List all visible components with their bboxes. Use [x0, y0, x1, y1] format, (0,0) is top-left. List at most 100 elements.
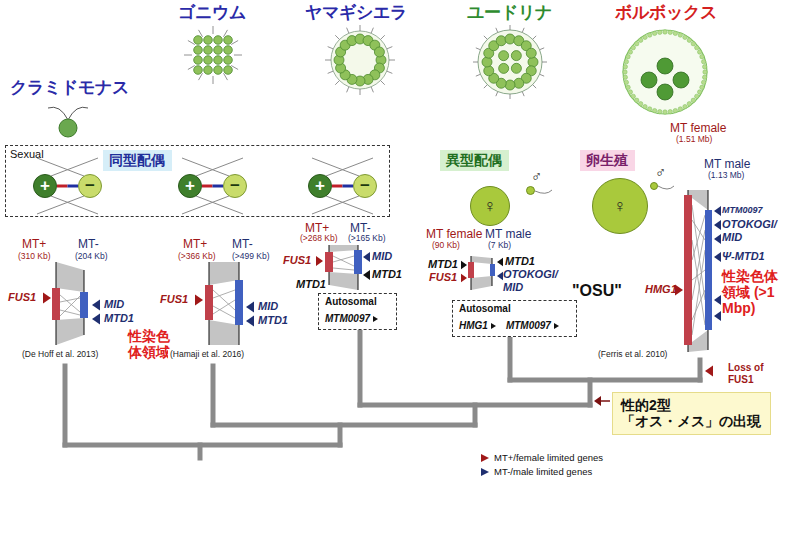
node-text: ♂	[655, 163, 666, 180]
gonium-cell	[224, 56, 233, 65]
rearrangement-line	[692, 270, 705, 280]
flagellum	[328, 71, 334, 73]
gonium-cell	[204, 36, 213, 45]
gene-name: MTM0097	[722, 205, 763, 215]
legend-text: MT-/male limited genes	[494, 466, 592, 477]
rearrangement-line	[692, 215, 705, 260]
gene-name: OTOKOGI/ MID	[503, 268, 558, 293]
somatic-cell	[658, 30, 662, 34]
somatic-cell	[652, 31, 656, 35]
flagellum	[510, 25, 511, 30]
node-text: −	[85, 176, 95, 196]
mt-plus-region	[205, 285, 213, 320]
somatic-cell	[623, 75, 627, 79]
flagellum	[335, 81, 339, 85]
minus-gamete: −	[78, 174, 102, 198]
gene-arrowhead	[363, 252, 370, 262]
locus-name: MT male	[704, 158, 750, 172]
chlamydomonas-cell	[59, 119, 77, 137]
eudorina-cell	[526, 48, 536, 58]
gene-arrowhead	[461, 261, 467, 269]
tree-branch	[213, 423, 475, 428]
gene-name: MTD1	[372, 268, 402, 281]
flagellum	[510, 94, 511, 99]
flagellum	[533, 36, 537, 40]
rearrangement-line	[213, 300, 235, 314]
mating-structure	[343, 185, 354, 188]
flagellum	[213, 76, 214, 84]
somatic-cell	[673, 108, 677, 112]
synteny-ribbon	[329, 272, 358, 290]
plus-gamete: +	[178, 174, 202, 198]
gene-arrowhead	[714, 234, 721, 244]
gonium-cell	[194, 36, 203, 45]
flagellum	[68, 107, 88, 120]
somatic-cell	[628, 90, 632, 94]
eudorina-cell	[528, 57, 538, 67]
gene-arrowhead	[92, 299, 100, 310]
tree-branch	[698, 360, 703, 380]
sperm-cell: ♂	[526, 186, 535, 195]
flagellum	[387, 71, 393, 73]
flagellum	[484, 36, 488, 40]
plus-gamete: +	[308, 174, 332, 198]
mt-minus-region	[80, 292, 88, 318]
gonium-cell	[214, 36, 223, 45]
flagellum	[347, 87, 349, 93]
eudorina-cell	[499, 51, 509, 61]
eudorina-cell	[505, 34, 515, 44]
gene-name: MTD1	[505, 255, 535, 268]
gonium-cell	[204, 56, 213, 65]
gene-name: OTOKOGI/ MID	[722, 218, 777, 243]
yamagishiella-cell	[374, 47, 384, 57]
gene-arrowhead	[705, 365, 713, 376]
flagellum	[360, 25, 361, 31]
locus-name: MT-	[232, 238, 253, 252]
somatic-cell	[701, 59, 705, 63]
node-text: +	[185, 176, 195, 196]
gene-name: MTD1	[258, 314, 288, 327]
gene-name: MTD1	[296, 278, 326, 291]
gene-arrowhead	[461, 274, 467, 282]
flagellum	[533, 85, 537, 89]
region-label: 性染色 体領域	[128, 328, 170, 360]
mt-plus-region	[325, 252, 333, 272]
locus-name: MT+	[22, 238, 46, 252]
locus-size: (90 Kb)	[432, 241, 460, 251]
locus-size: (1.51 Mb)	[676, 135, 712, 145]
node-text: Autosomal	[459, 303, 570, 315]
somatic-cell	[691, 98, 695, 102]
mating-structure	[57, 185, 68, 188]
node-text: 性的2型	[621, 397, 762, 413]
somatic-cell	[703, 70, 707, 74]
eudorina-cell	[514, 78, 524, 88]
egg-cell: ♀	[470, 186, 510, 226]
node-text: 卵生殖	[586, 152, 629, 168]
locus-size: (204 Kb)	[75, 252, 108, 262]
mating-structure	[202, 185, 213, 188]
somatic-cell	[678, 33, 682, 37]
rearrangement-line	[60, 296, 80, 316]
somatic-cell	[668, 109, 672, 113]
tree-branch	[510, 378, 700, 383]
somatic-cell	[624, 80, 628, 84]
somatic-cell	[643, 35, 647, 39]
locus-size: (310 Kb)	[18, 252, 51, 262]
gonium-cell	[194, 66, 203, 75]
synteny-ribbon	[471, 276, 492, 290]
somatic-cell	[683, 104, 687, 108]
somatic-cell	[691, 42, 695, 46]
flagellum	[535, 190, 552, 193]
legend-arrowhead	[481, 468, 489, 476]
somatic-cell	[643, 104, 647, 108]
synteny-ribbon	[471, 256, 492, 264]
somatic-cell	[631, 45, 635, 49]
locus-size: (>499 Kb)	[232, 252, 270, 262]
node-text: 異型配偶	[446, 152, 503, 168]
gonium-cell	[204, 66, 213, 75]
mating-type-tag: 卵生殖	[580, 150, 635, 171]
event-label: Loss of FUS1	[728, 362, 773, 385]
somatic-cell	[678, 107, 682, 111]
rearrangement-line	[333, 256, 354, 262]
